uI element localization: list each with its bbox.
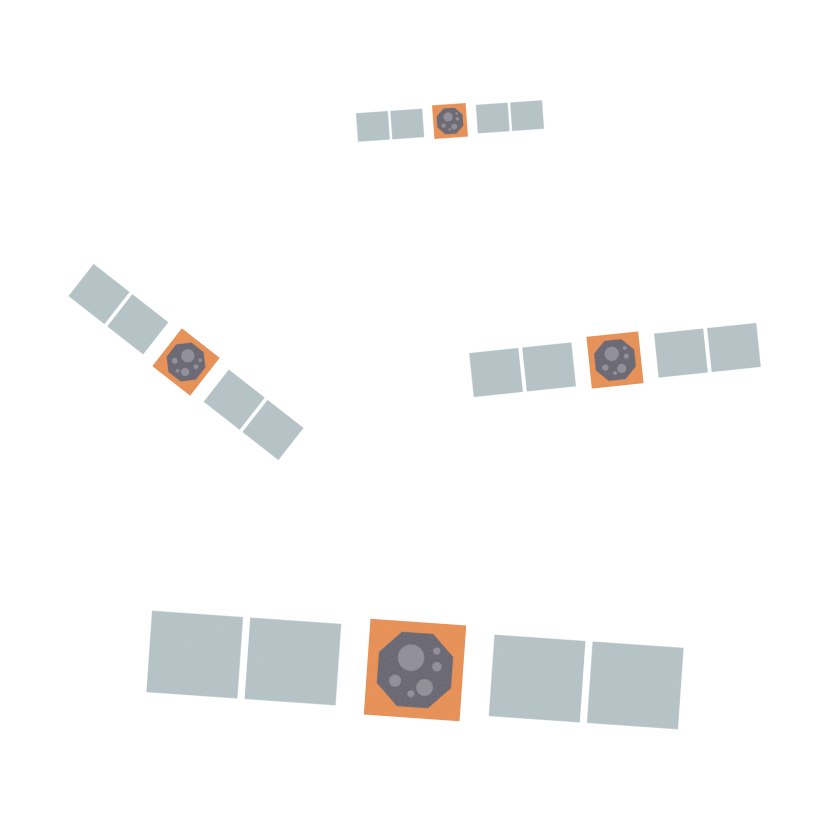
satellite-scene xyxy=(66,97,762,737)
